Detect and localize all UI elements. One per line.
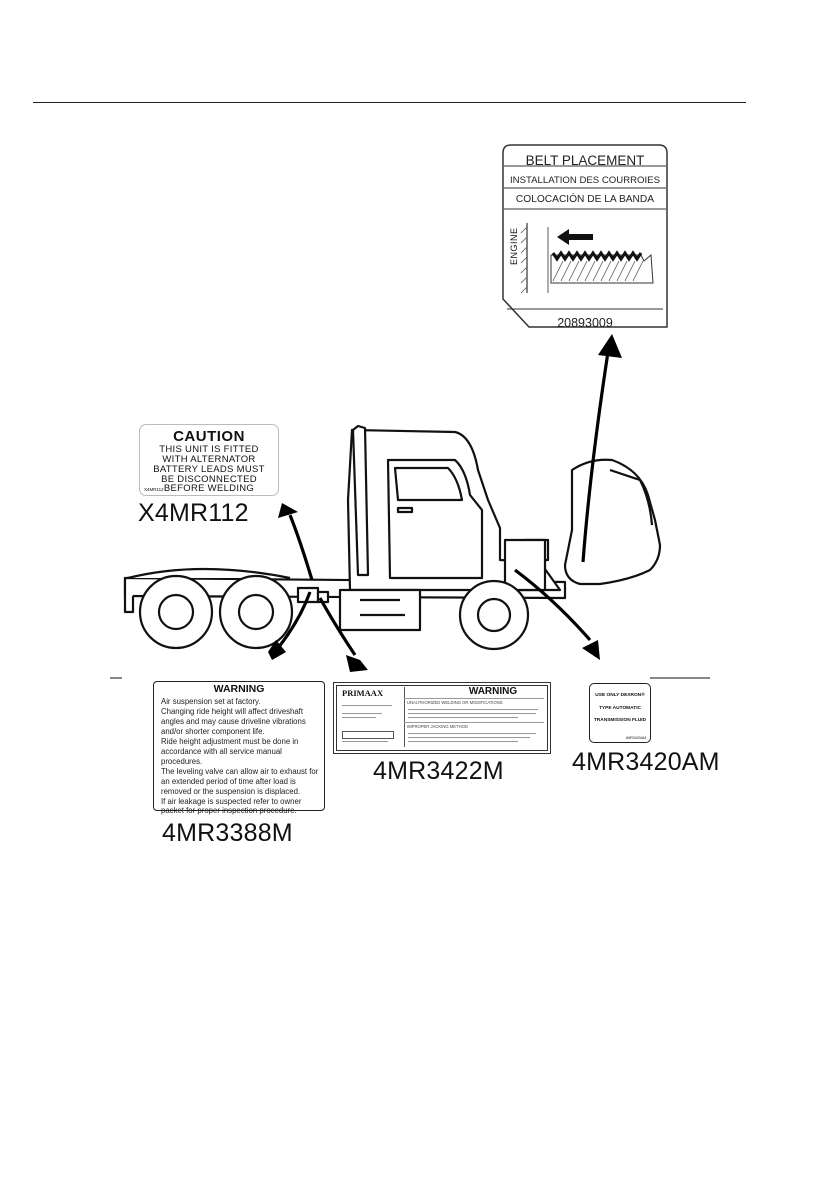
warning-title: WARNING xyxy=(213,683,265,695)
belt-placement-decal: BELT PLACEMENT INSTALLATION DES COURROIE… xyxy=(501,143,669,330)
primaax-text-line xyxy=(342,705,392,706)
header-rule xyxy=(33,102,746,103)
primaax-text-line xyxy=(342,741,388,742)
caution-decal: CAUTION THIS UNIT IS FITTED WITH ALTERNA… xyxy=(139,424,279,496)
primaax-text-line xyxy=(408,741,518,742)
warning-line: Ride height adjustment must be done in xyxy=(161,737,299,746)
belt-french: INSTALLATION DES COURROIES xyxy=(510,175,660,186)
caution-line: THIS UNIT IS FITTED xyxy=(159,444,259,455)
warning-line: packet for proper inspection procedure. xyxy=(161,806,297,815)
caution-line: WITH ALTERNATOR xyxy=(162,454,256,465)
warning-line: The leveling valve can allow air to exha… xyxy=(161,767,319,776)
warning-line: accordance with all service manual xyxy=(161,747,282,756)
caution-line: BE DISCONNECTED xyxy=(161,474,257,485)
primaax-text-line xyxy=(408,737,530,738)
primaax-divider xyxy=(404,687,405,747)
warning-line: Air suspension set at factory. xyxy=(161,697,261,706)
caption-4mr3422m: 4MR3422M xyxy=(373,757,504,785)
primaax-text-line xyxy=(408,713,536,714)
warning-line: removed or the suspension is displaced. xyxy=(161,787,301,796)
primaax-decal: PRIMAAX WARNING UNAUTHORIZED WELDING OR … xyxy=(333,682,551,754)
primaax-rule xyxy=(404,698,544,699)
primaax-brand: PRIMAAX xyxy=(342,688,384,698)
caution-line: BATTERY LEADS MUST xyxy=(153,464,265,475)
primaax-heading2: IMPROPER JACKING METHOD xyxy=(407,724,468,729)
belt-title: BELT PLACEMENT xyxy=(525,153,645,168)
primaax-rule xyxy=(404,722,544,723)
caption-x4mr112: X4MR112 xyxy=(138,499,249,527)
primaax-text-line xyxy=(342,717,376,718)
dexron-line: TYPE AUTOMATIC xyxy=(598,706,642,711)
warning-line: Changing ride height will affect drivesh… xyxy=(161,707,304,716)
warning-line: angles and may cause driveline vibration… xyxy=(161,717,306,726)
primaax-secondary-logo xyxy=(342,731,394,739)
caption-4mr3420am: 4MR3420AM xyxy=(572,748,720,776)
warning-line: procedures. xyxy=(161,757,203,766)
dexron-line: USE ONLY DEXRON® xyxy=(595,693,645,698)
caption-4mr3388m: 4MR3388M xyxy=(162,819,293,847)
caution-small-part: X4MR112 xyxy=(144,487,164,492)
caution-border xyxy=(139,424,279,496)
warning-line: and/or shorter component life. xyxy=(161,727,265,736)
warning-line: an extended period of time after load is xyxy=(161,777,296,786)
primaax-heading1: UNAUTHORIZED WELDING OR MODIFICATIONS xyxy=(407,700,503,705)
caution-line: BEFORE WELDING xyxy=(163,483,255,494)
belt-spanish: COLOCACIÓN DE LA BANDA xyxy=(515,194,655,205)
caution-title: CAUTION xyxy=(173,428,245,445)
primaax-text-line xyxy=(408,709,538,710)
primaax-warning-title: WARNING xyxy=(468,686,518,697)
warning-decal: WARNING Air suspension set at factory. C… xyxy=(153,681,325,815)
primaax-text-line xyxy=(408,733,536,734)
primaax-text-line xyxy=(342,713,382,714)
dexron-small-part: 4MR3420AM xyxy=(625,736,646,740)
dexron-line: TRANSMISSION FLUID xyxy=(593,718,647,723)
primaax-inner-border xyxy=(336,685,548,751)
belt-part-number: 20893009 xyxy=(557,316,613,330)
warning-line: If air leakage is suspected refer to own… xyxy=(161,797,302,806)
dexron-decal: USE ONLY DEXRON® TYPE AUTOMATIC TRANSMIS… xyxy=(589,683,651,743)
primaax-text-line xyxy=(408,717,518,718)
